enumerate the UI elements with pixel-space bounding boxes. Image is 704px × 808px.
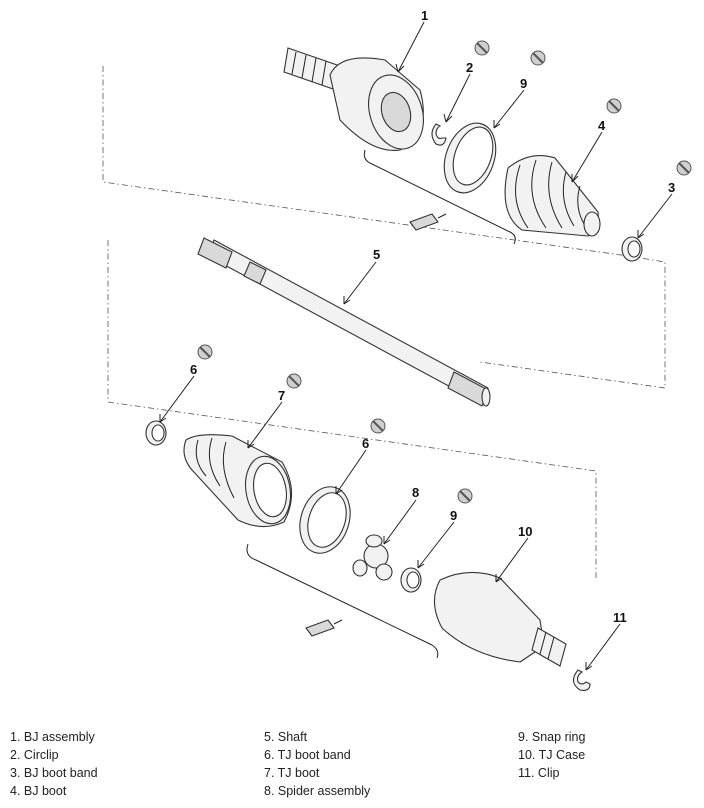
exploded-driveshaft-diagram: 1 2 9 4 3 5 6 7 6 8 9 10 11: [102, 8, 692, 691]
do-not-reuse-icon: [370, 418, 386, 434]
bj-assembly-part: [283, 47, 424, 151]
spider-assembly-part: [352, 534, 393, 581]
lower-guide-frame: [107, 240, 597, 578]
callout-2: 2: [466, 60, 473, 75]
grease-icon: [305, 619, 343, 637]
callout-4: 4: [598, 118, 606, 133]
callout-6-right: 6: [362, 436, 369, 451]
parts-legend: 1. BJ assembly 2. Circlip 3. BJ boot ban…: [0, 728, 704, 804]
do-not-reuse-icon: [676, 160, 692, 176]
lower-bracket: [246, 543, 439, 659]
legend-item: 5. Shaft: [264, 730, 308, 744]
callout-11: 11: [613, 610, 627, 625]
legend-item: 10. TJ Case: [518, 748, 586, 762]
do-not-reuse-icon: [530, 50, 546, 66]
legend-item: 11. Clip: [518, 766, 560, 780]
legend-column-1: 1. BJ assembly 2. Circlip 3. BJ boot ban…: [10, 728, 98, 800]
do-not-reuse-icon: [197, 344, 213, 360]
tj-case-part: [433, 571, 567, 667]
circlip-part: [431, 123, 447, 146]
grease-icon: [409, 213, 447, 231]
tj-boot-band-left-part: [145, 420, 167, 446]
bj-boot-band-part: [621, 236, 643, 262]
callout-5: 5: [373, 247, 380, 262]
legend-item: 7. TJ boot: [264, 766, 320, 780]
legend-column-2: 5. Shaft 6. TJ boot band 7. TJ boot 8. S…: [264, 728, 370, 800]
upper-guide-frame: [102, 66, 666, 389]
do-not-reuse-icon: [286, 373, 302, 389]
clip-part: [572, 669, 591, 691]
callout-7: 7: [278, 388, 285, 403]
callout-9-upper: 9: [520, 76, 527, 91]
do-not-reuse-icon: [606, 98, 622, 114]
bj-boot-part: [504, 155, 601, 237]
tj-boot-band-right-part: [299, 486, 351, 554]
legend-column-3: 9. Snap ring 10. TJ Case 11. Clip: [518, 728, 585, 782]
callout-1: 1: [421, 8, 428, 23]
tj-boot-part: [183, 434, 293, 528]
callout-6-left: 6: [190, 362, 197, 377]
callout-10: 10: [518, 524, 532, 539]
snap-ring-lower-part: [400, 567, 422, 593]
leader-lines: [159, 21, 673, 671]
legend-item: 2. Circlip: [10, 748, 59, 762]
legend-item: 3. BJ boot band: [10, 766, 98, 780]
callout-9-lower: 9: [450, 508, 457, 523]
callout-3: 3: [668, 180, 675, 195]
do-not-reuse-icon: [474, 40, 490, 56]
callout-8: 8: [412, 485, 419, 500]
legend-item: 6. TJ boot band: [264, 748, 351, 762]
legend-item: 4. BJ boot: [10, 784, 67, 798]
do-not-reuse-icon: [457, 488, 473, 504]
snap-ring-upper-part: [443, 122, 497, 194]
legend-item: 1. BJ assembly: [10, 730, 95, 744]
shaft-part: [197, 237, 491, 407]
legend-item: 9. Snap ring: [518, 730, 586, 744]
upper-bracket: [363, 149, 516, 245]
legend-item: 8. Spider assembly: [264, 784, 371, 798]
